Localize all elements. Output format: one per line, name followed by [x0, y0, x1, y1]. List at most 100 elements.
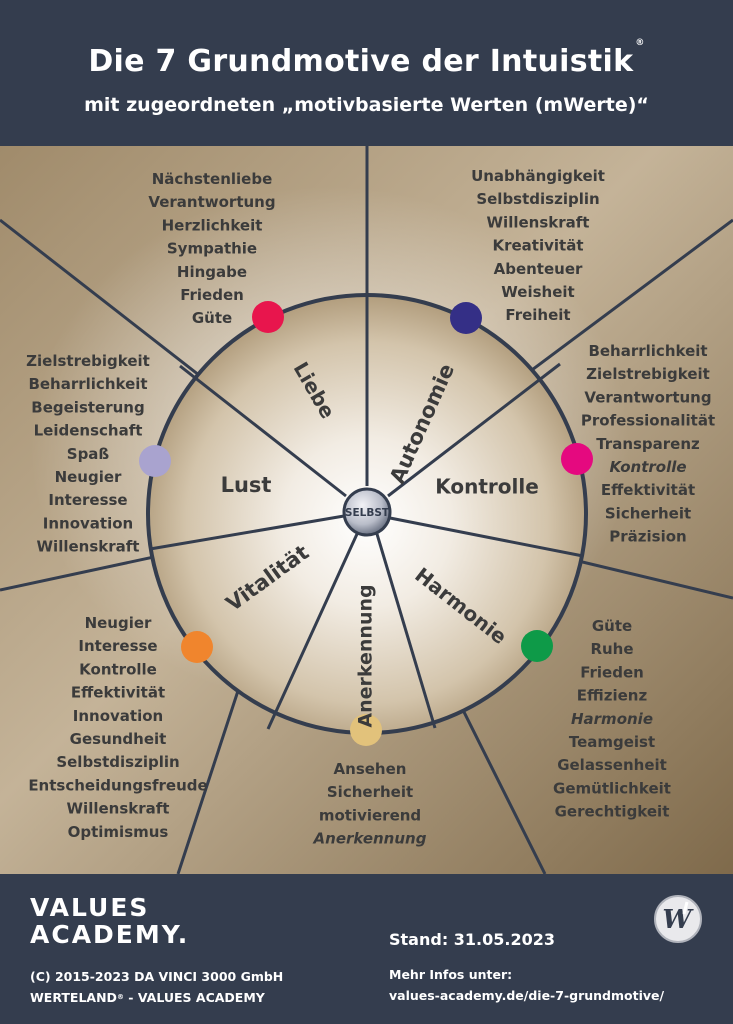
value-item: Sympathie: [167, 240, 257, 258]
inner-spoke-4: [149, 514, 345, 551]
inner-spoke-5: [389, 516, 584, 558]
werteland-text: WERTELAND: [30, 990, 117, 1005]
value-item: Anerkennung: [313, 830, 427, 848]
value-item: Nächstenliebe: [152, 170, 273, 188]
autonomie-dot: [450, 302, 482, 334]
liebe-value-list: NächstenliebeVerantwortungHerzlichkeitSy…: [148, 170, 275, 327]
value-item: Gelassenheit: [557, 756, 667, 774]
selbst-hub: [342, 487, 392, 537]
anerkennung-motive-label: Anerkennung: [355, 584, 377, 727]
values-academy-logo: VALUES ACADEMY.: [30, 894, 189, 948]
value-item: Verantwortung: [148, 193, 275, 211]
page-subtitle: mit zugeordneten „motivbasierte Werten (…: [84, 94, 649, 116]
value-item: Ansehen: [334, 760, 407, 778]
value-item: Gemütlichkeit: [553, 779, 671, 797]
value-item: Willenskraft: [67, 800, 170, 818]
value-item: Frieden: [180, 286, 244, 304]
more-info-url[interactable]: values-academy.de/die-7-grundmotive/: [389, 988, 665, 1003]
value-item: Zielstrebigkeit: [586, 365, 710, 383]
value-item: Ruhe: [590, 640, 633, 658]
value-item: Interesse: [48, 491, 127, 509]
more-info-label: Mehr Infos unter:: [389, 967, 513, 982]
registered-mark: ®: [635, 38, 645, 48]
value-item: Kontrolle: [79, 660, 157, 678]
value-item: Präzision: [609, 528, 686, 546]
inner-spoke-2: [179, 364, 347, 498]
header: Die 7 Grundmotive der Intuistik® mit zug…: [0, 0, 733, 146]
value-item: Weisheit: [501, 283, 574, 301]
kontrolle-dot: [561, 443, 593, 475]
brand-line-1: VALUES: [30, 893, 150, 922]
lust-dot: [139, 445, 171, 477]
value-item: Optimismus: [68, 823, 169, 841]
stand-date: Stand: 31.05.2023: [389, 930, 555, 949]
value-item: Unabhängigkeit: [471, 167, 605, 185]
value-item: Leidenschaft: [34, 422, 143, 440]
kontrolle-value-list: BeharrlichkeitZielstrebigkeitVerantwortu…: [581, 342, 715, 546]
value-item: Willenskraft: [37, 538, 140, 556]
inner-spoke-7: [375, 533, 437, 729]
inner-spoke-lines: [149, 294, 584, 730]
value-item: Transparenz: [596, 435, 700, 453]
logo-tick: [682, 901, 689, 915]
harmonie-value-list: GüteRuheFriedenEffizienzHarmonieTeamgeis…: [553, 617, 671, 821]
value-item: Begeisterung: [31, 398, 144, 416]
motive-dots: [139, 301, 593, 746]
value-item: Sicherheit: [327, 783, 413, 801]
value-item: Effizienz: [577, 687, 648, 705]
harmonie-dot: [521, 630, 553, 662]
copyright-block: (C) 2015-2023 DA VINCI 3000 GmbH WERTELA…: [30, 966, 283, 1008]
value-item: Sicherheit: [605, 504, 691, 522]
value-lists: NächstenliebeVerantwortungHerzlichkeitSy…: [26, 167, 715, 848]
value-item: Spaß: [67, 445, 110, 463]
lust-value-list: ZielstrebigkeitBeharrlichkeitBegeisterun…: [26, 352, 150, 556]
vitalitaet-dot: [181, 631, 213, 663]
value-item: Güte: [592, 617, 632, 635]
value-item: Hingabe: [177, 263, 247, 281]
value-item: Neugier: [55, 468, 122, 486]
logo-letter: W: [662, 905, 694, 935]
selbst-label: SELBST: [345, 507, 390, 519]
value-item: Selbstdisziplin: [476, 190, 599, 208]
value-item: Frieden: [580, 663, 644, 681]
copyright-text: (C) 2015-2023 DA VINCI 3000 GmbH: [30, 969, 284, 984]
value-item: Kreativität: [492, 237, 583, 255]
more-info: Mehr Infos unter: values-academy.de/die-…: [389, 964, 664, 1006]
value-item: Kontrolle: [609, 458, 686, 476]
value-item: Freiheit: [505, 306, 570, 324]
value-item: Innovation: [43, 514, 133, 532]
value-item: Entscheidungsfreude: [28, 776, 207, 794]
vitalitaet-value-list: NeugierInteresseKontrolleEffektivitätInn…: [28, 614, 207, 841]
lust-motive-label: Lust: [221, 473, 272, 497]
inner-spoke-6: [266, 533, 359, 730]
value-item: Harmonie: [571, 710, 653, 728]
value-item: Zielstrebigkeit: [26, 352, 150, 370]
value-item: Willenskraft: [487, 213, 590, 231]
value-item: Beharrlichkeit: [28, 375, 147, 393]
brand-line-2: ACADEMY.: [30, 920, 190, 949]
value-item: Verantwortung: [584, 388, 711, 406]
inner-spoke-3: [387, 362, 561, 498]
value-item: Güte: [192, 309, 232, 327]
autonomie-value-list: UnabhängigkeitSelbstdisziplinWillenskraf…: [471, 167, 605, 324]
liebe-dot: [252, 301, 284, 333]
anerkennung-dot: [350, 714, 382, 746]
value-item: Interesse: [78, 637, 157, 655]
value-item: Gesundheit: [70, 730, 167, 748]
value-item: Gerechtigkeit: [555, 803, 670, 821]
logo-circle: [654, 895, 702, 943]
value-item: Selbstdisziplin: [56, 753, 179, 771]
value-item: Abenteuer: [494, 260, 583, 278]
werteland-registered-mark: ®: [116, 993, 124, 1001]
footer: VALUES ACADEMY. (C) 2015-2023 DA VINCI 3…: [0, 874, 733, 1024]
kontrolle-motive-label: Kontrolle: [435, 475, 539, 499]
werteland-line: WERTELAND® - VALUES ACADEMY: [30, 987, 283, 1008]
werteland-w-logo: W: [654, 895, 702, 943]
value-item: Innovation: [73, 707, 163, 725]
value-item: Beharrlichkeit: [588, 342, 707, 360]
page-title: Die 7 Grundmotive der Intuistik®: [0, 38, 733, 79]
title-text: Die 7 Grundmotive der Intuistik: [88, 44, 634, 79]
value-item: Effektivität: [71, 684, 165, 702]
